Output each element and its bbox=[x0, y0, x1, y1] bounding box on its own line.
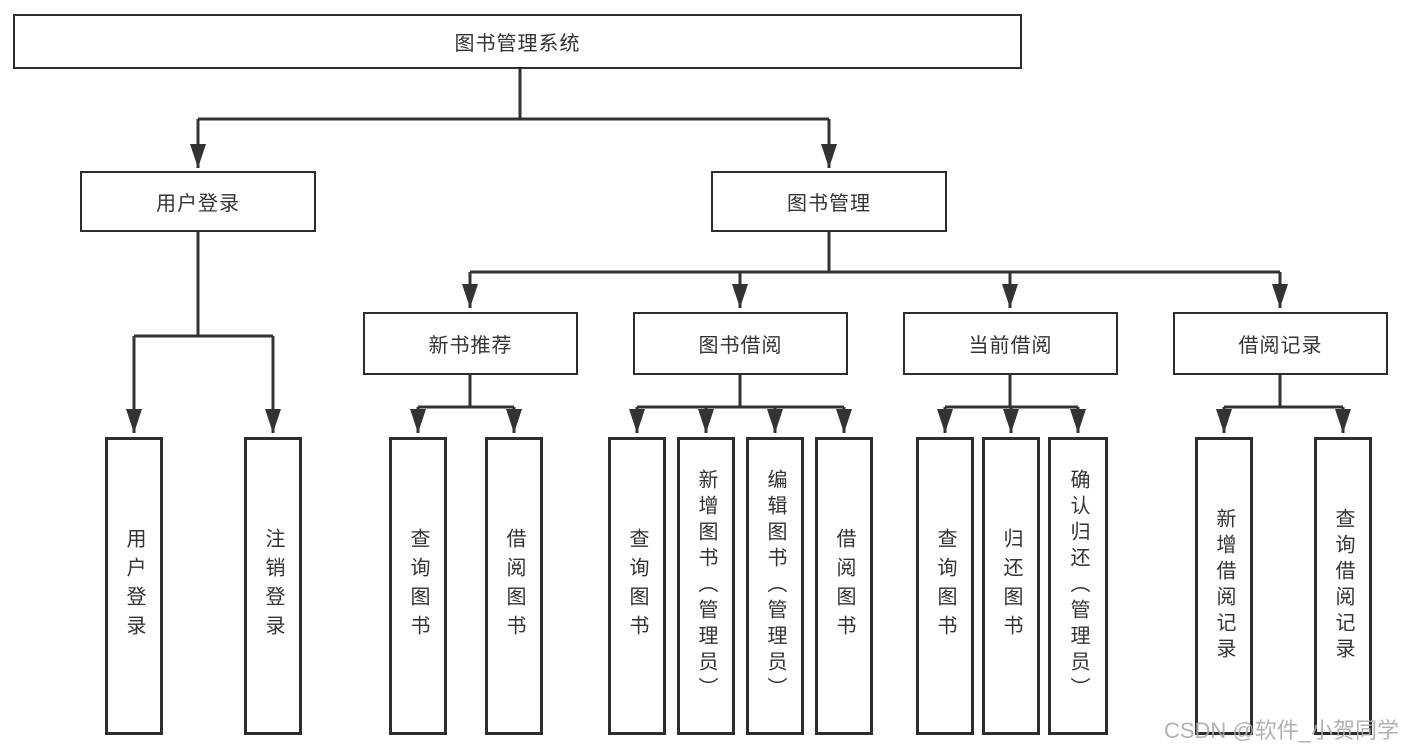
leaf-query-book: 查询图书 bbox=[916, 437, 974, 735]
leaf-borrow-book: 借阅图书 bbox=[485, 437, 543, 735]
node-borrow-records: 借阅记录 bbox=[1173, 312, 1388, 375]
leaf-label: 确认归还（管理员） bbox=[1067, 469, 1089, 703]
leaf-confirm-return-admin: 确认归还（管理员） bbox=[1048, 437, 1108, 735]
leaf-label: 用户登录 bbox=[123, 528, 145, 644]
leaf-return-book: 归还图书 bbox=[982, 437, 1040, 735]
node-current-borrow: 当前借阅 bbox=[903, 312, 1118, 375]
leaf-label: 新增图书（管理员） bbox=[695, 469, 717, 703]
leaf-label: 新增借阅记录 bbox=[1213, 508, 1235, 664]
leaf-label: 查询图书 bbox=[407, 528, 429, 644]
leaf-borrow-book: 借阅图书 bbox=[815, 437, 873, 735]
csdn-watermark: CSDN @软件_小贺同学 bbox=[1163, 718, 1399, 743]
leaf-add-borrow-record: 新增借阅记录 bbox=[1195, 437, 1253, 735]
leaf-label: 归还图书 bbox=[1000, 528, 1022, 644]
node-root-system: 图书管理系统 bbox=[13, 14, 1022, 69]
leaf-query-book: 查询图书 bbox=[389, 437, 447, 735]
leaf-label: 编辑图书（管理员） bbox=[764, 469, 786, 703]
leaf-logout: 注销登录 bbox=[244, 437, 302, 735]
leaf-label: 查询图书 bbox=[626, 528, 648, 644]
leaf-edit-book-admin: 编辑图书（管理员） bbox=[746, 437, 804, 735]
node-user-login: 用户登录 bbox=[80, 171, 316, 232]
leaf-label: 查询借阅记录 bbox=[1332, 508, 1354, 664]
node-book-management: 图书管理 bbox=[711, 171, 947, 232]
leaf-add-book-admin: 新增图书（管理员） bbox=[677, 437, 735, 735]
leaf-user-login: 用户登录 bbox=[105, 437, 163, 735]
leaf-label: 查询图书 bbox=[934, 528, 956, 644]
leaf-query-book: 查询图书 bbox=[608, 437, 666, 735]
node-new-book-recommend: 新书推荐 bbox=[363, 312, 578, 375]
node-book-borrow: 图书借阅 bbox=[633, 312, 848, 375]
leaf-query-borrow-record: 查询借阅记录 bbox=[1314, 437, 1372, 735]
leaf-label: 注销登录 bbox=[262, 528, 284, 644]
leaf-label: 借阅图书 bbox=[503, 528, 525, 644]
leaf-label: 借阅图书 bbox=[833, 528, 855, 644]
